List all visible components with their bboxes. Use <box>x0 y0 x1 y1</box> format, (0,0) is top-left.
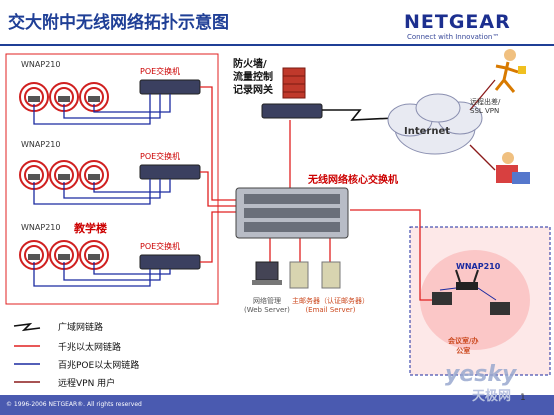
core-switch <box>235 187 349 239</box>
poe-switch-label: POE交换机 <box>140 152 181 161</box>
brand-logo: NETGEAR <box>404 11 511 33</box>
legend-symbols <box>13 322 41 383</box>
building-label: 教学楼 <box>74 222 107 235</box>
gigabit-links <box>200 86 440 301</box>
ap-model-label: WNAP210 <box>21 223 61 232</box>
remote-office-label: 远程出差/ SSL VPN <box>470 98 501 115</box>
title-divider <box>0 44 554 46</box>
meeting-room-label: 会议室/办 公室 <box>448 337 479 355</box>
vpn-links <box>469 79 496 171</box>
firewall <box>261 67 323 119</box>
legend-item-gigabit: 千兆以太网链路 <box>58 343 122 353</box>
servers <box>252 261 341 289</box>
poe-switch-label: POE交换机 <box>140 67 181 76</box>
meeting-ap-label: WNAP210 <box>456 262 501 271</box>
watermark-sub: 天极网 <box>472 389 512 404</box>
copyright: © 1996-2006 NETGEAR®. All rights reserve… <box>6 401 142 408</box>
legend-item-wan: 广域网链路 <box>58 323 104 333</box>
brand-tagline: Connect with Innovation™ <box>407 33 500 41</box>
meeting-room-devices <box>432 269 510 315</box>
ap-model-label: WNAP210 <box>21 140 61 149</box>
poe-switch-label: POE交换机 <box>140 242 181 251</box>
remote-user-laptop <box>496 152 530 184</box>
legend-item-poe: 百兆POE以太网链路 <box>58 361 140 371</box>
internet-label: Internet <box>404 126 451 137</box>
page-title: 交大附中无线网络拓扑示意图 <box>8 13 229 33</box>
ap-devices <box>28 96 100 260</box>
mgmt-server-label: 网络管理 (Web Server) <box>244 297 290 314</box>
footer-bar <box>0 395 554 415</box>
core-switch-label: 无线网络核心交换机 <box>308 175 398 186</box>
ap-model-label: WNAP210 <box>21 60 61 69</box>
legend-item-vpn: 远程VPN 用户 <box>58 379 116 389</box>
page-number: 1 <box>520 393 526 403</box>
poe-links <box>33 94 171 287</box>
watermark-logo: yesky <box>445 362 517 387</box>
firewall-label: 防火墙/ 流量控制 记录网关 <box>233 59 273 96</box>
internet-cloud <box>387 93 483 155</box>
mail-server-label: 主邮务器（认证邮务器） (Email Server) <box>292 297 369 314</box>
remote-user-running <box>494 49 526 93</box>
